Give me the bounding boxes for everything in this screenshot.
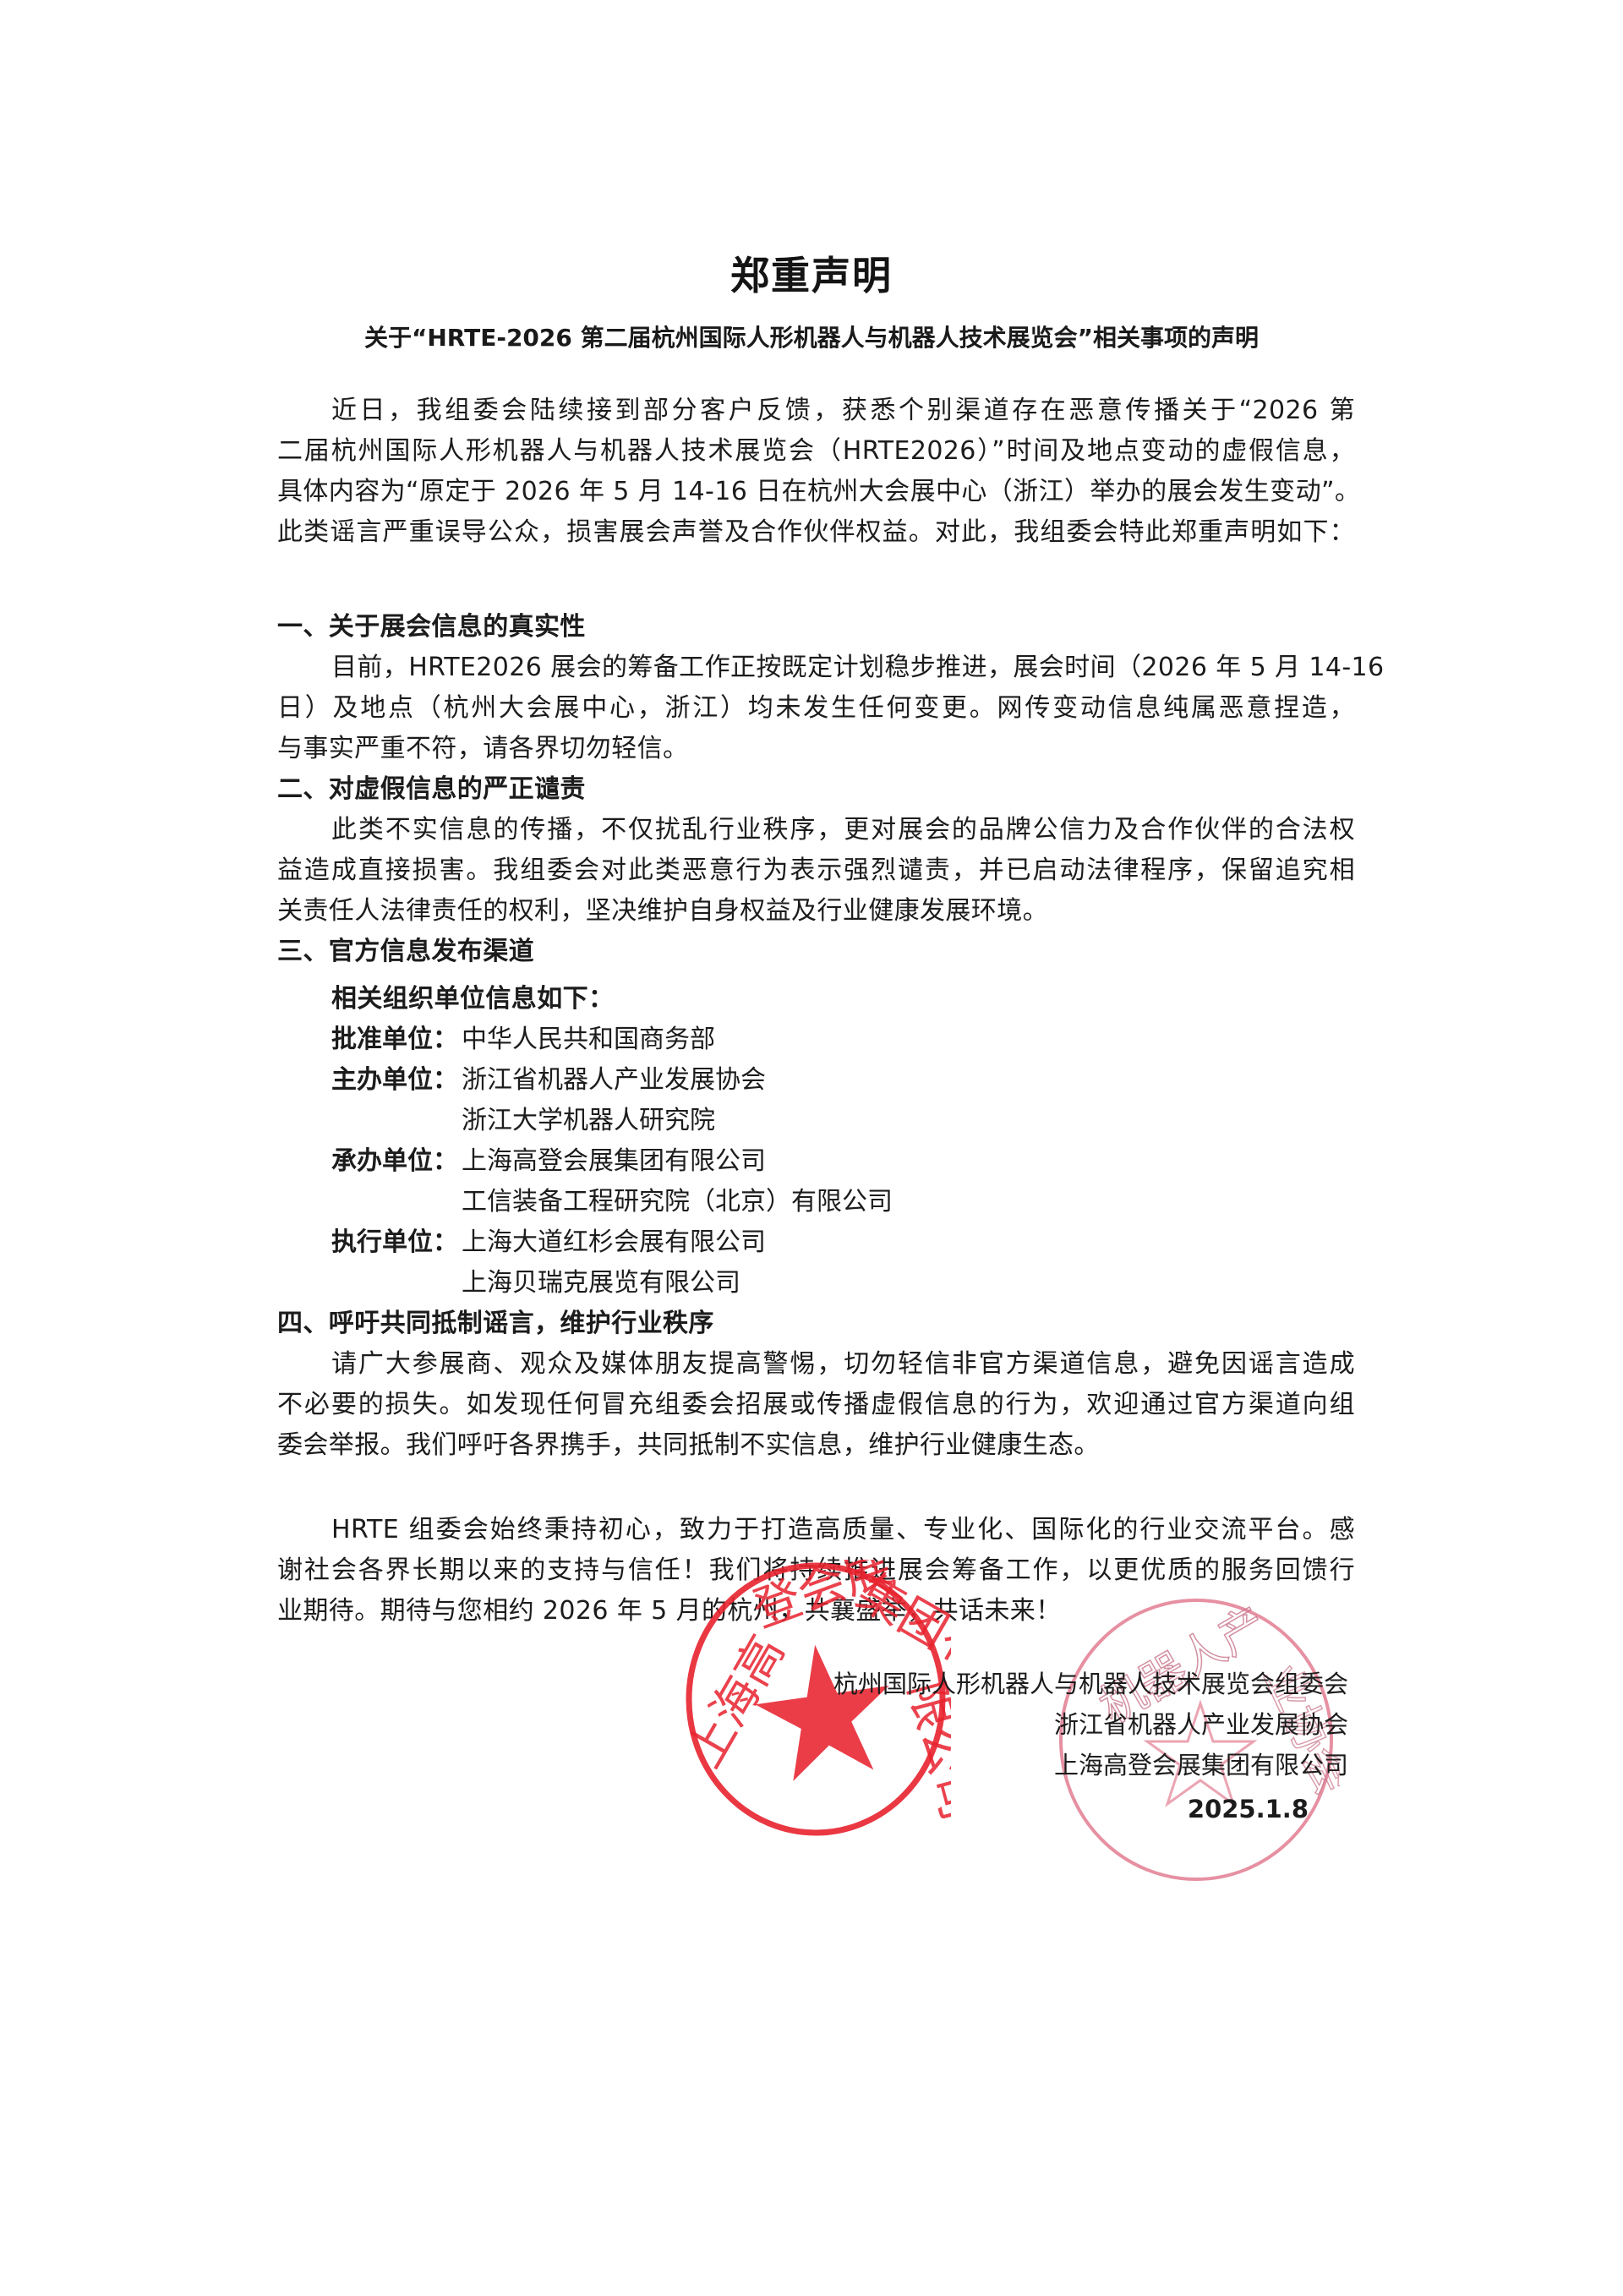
closing-line-3: 业期待。期待与您相约 2026 年 5 月的杭州，共襄盛举，共话未来！	[277, 1596, 1062, 1626]
org-value-organizer-2: 工信装备工程研究院（北京）有限公司	[462, 1187, 893, 1216]
signature-org-3: 上海高登会展集团有限公司	[1053, 1751, 1348, 1779]
section-4-line-2: 不必要的损失。如发现任何冒充组委会招展或传播虚假信息的行为，欢迎通过官方渠道向组	[277, 1390, 1355, 1419]
org-label-host: 主办单位：	[331, 1065, 458, 1095]
closing-line-1: HRTE 组委会始终秉持初心，致力于打造高质量、专业化、国际化的行业交流平台。感	[331, 1515, 1355, 1544]
section-3-intro: 相关组织单位信息如下：	[331, 984, 615, 1014]
document-subtitle: 关于“HRTE-2026 第二届杭州国际人形机器人与机器人技术展览会”相关事项的…	[363, 324, 1260, 352]
section-2-line-3: 关责任人法律责任的权利，坚决维护自身权益及行业健康发展环境。	[277, 896, 1048, 926]
section-1-heading: 一、关于展会信息的真实性	[277, 612, 586, 642]
section-4-line-1: 请广大参展商、观众及媒体朋友提高警惕，切勿轻信非官方渠道信息，避免因谣言造成	[331, 1349, 1355, 1379]
org-value-executor-2: 上海贝瑞克展览有限公司	[462, 1268, 740, 1298]
org-value-approval-1: 中华人民共和国商务部	[462, 1025, 715, 1054]
org-label-executor: 执行单位：	[331, 1227, 458, 1257]
org-value-executor-1: 上海大道红杉会展有限公司	[462, 1227, 766, 1257]
section-3-heading: 三、官方信息发布渠道	[277, 937, 534, 966]
closing-line-2: 谢社会各界长期以来的支持与信任！我们将持续推进展会筹备工作，以更优质的服务回馈行	[277, 1555, 1355, 1585]
section-1-line-2: 日）及地点（杭州大会展中心，浙江）均未发生任何变更。网传变动信息纯属恶意捏造，	[277, 693, 1355, 723]
org-value-host-1: 浙江省机器人产业发展协会	[462, 1065, 766, 1095]
svg-text:上海高: 上海高	[680, 1626, 795, 1777]
section-2-line-2: 益造成直接损害。我组委会对此类恶意行为表示强烈谴责，并已启动法律程序，保留追究相	[277, 856, 1355, 885]
signature-org-2: 浙江省机器人产业发展协会	[1053, 1710, 1348, 1739]
section-1-line-3: 与事实严重不符，请各界切勿轻信。	[277, 734, 689, 763]
signature-org-1: 杭州国际人形机器人与机器人技术展览会组委会	[833, 1670, 1348, 1698]
section-2-line-1: 此类不实信息的传播，不仅扰乱行业秩序，更对展会的品牌公信力及合作伙伴的合法权	[331, 815, 1355, 845]
section-2-heading: 二、对虚假信息的严正谴责	[277, 774, 586, 804]
section-4-heading: 四、呼吁共同抵制谣言，维护行业秩序	[277, 1309, 714, 1338]
section-1-line-1: 目前，HRTE2026 展会的筹备工作正按既定计划稳步推进，展会时间（2026 …	[331, 653, 1385, 682]
document-title: 郑重声明	[730, 253, 893, 298]
intro-line-1: 近日，我组委会陆续接到部分客户反馈，获悉个别渠道存在恶意传播关于“2026 第	[331, 396, 1355, 425]
section-4-line-3: 委会举报。我们呼吁各界携手，共同抵制不实信息，维护行业健康生态。	[277, 1430, 1100, 1460]
org-value-organizer-1: 上海高登会展集团有限公司	[462, 1146, 766, 1176]
intro-line-2: 二届杭州国际人形机器人与机器人技术展览会（HRTE2026）”时间及地点变动的虚…	[277, 436, 1355, 466]
intro-line-4: 此类谣言严重误导公众，损害展会声誉及合作伙伴权益。对此，我组委会特此郑重声明如下…	[277, 517, 1355, 547]
org-value-host-2: 浙江大学机器人研究院	[462, 1106, 715, 1135]
org-label-approval: 批准单位：	[331, 1025, 458, 1054]
intro-line-3: 具体内容为“原定于 2026 年 5 月 14-16 日在杭州大会展中心（浙江）…	[277, 477, 1361, 506]
org-label-organizer: 承办单位：	[331, 1146, 458, 1176]
signature-date: 2025.1.8	[1187, 1795, 1309, 1823]
